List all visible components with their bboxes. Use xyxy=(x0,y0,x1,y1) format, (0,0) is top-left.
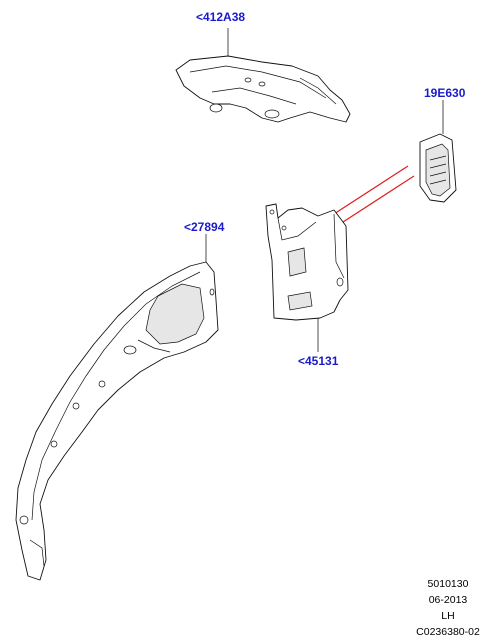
part-19e630-slot-4 xyxy=(429,179,447,185)
part-45131-hole-2 xyxy=(336,277,344,287)
footer-side: LH xyxy=(441,610,455,622)
callout-45131[interactable]: <45131 xyxy=(298,354,339,368)
part-412a38-outline xyxy=(175,55,351,123)
part-27894-hole-1 xyxy=(123,345,137,355)
part-27894-hole-2 xyxy=(98,380,106,388)
part-27894-rib xyxy=(137,339,171,353)
part-412a38-edge xyxy=(299,77,337,105)
part-45131-edge xyxy=(333,213,345,279)
part-412a38-hole-2 xyxy=(264,109,280,119)
part-19e630-drawing[interactable] xyxy=(419,100,457,203)
part-19e630-face xyxy=(425,143,451,197)
part-45131-fold xyxy=(277,217,317,241)
part-27894-bracket xyxy=(29,539,45,567)
part-27894-hole-5 xyxy=(19,515,29,525)
part-45131-drawing[interactable] xyxy=(265,203,349,352)
part-412a38-flange xyxy=(189,65,327,99)
part-412a38-drawing[interactable] xyxy=(175,28,351,123)
part-19e630-slot-2 xyxy=(429,163,447,169)
part-27894-inner-edge xyxy=(31,271,201,521)
part-27894-drawing[interactable] xyxy=(15,234,219,581)
part-27894-hole-3 xyxy=(72,402,80,410)
part-45131-hole-3 xyxy=(281,225,287,231)
footer-image-id: C0236380-02 xyxy=(416,626,480,638)
part-19e630-slot-1 xyxy=(429,155,447,161)
callout-19e630[interactable]: 19E630 xyxy=(424,86,466,100)
callout-412a38[interactable]: <412A38 xyxy=(196,10,246,24)
part-412a38-rib xyxy=(211,87,297,105)
part-412a38-hole-4 xyxy=(258,81,266,87)
callout-27894[interactable]: <27894 xyxy=(184,220,225,234)
part-412a38-hole-3 xyxy=(244,77,252,83)
footer-date: 06-2013 xyxy=(428,594,468,606)
part-45131-label-plate xyxy=(287,291,313,311)
part-19e630-slot-3 xyxy=(429,171,447,177)
part-45131-hole-1 xyxy=(269,209,275,215)
footer-code-line-1: 5010130 xyxy=(427,578,469,590)
part-27894-wheelhouse-panel xyxy=(145,283,205,345)
part-45131-outline xyxy=(265,203,349,321)
part-412a38-hole-1 xyxy=(209,103,223,113)
part-27894-hole-4 xyxy=(50,440,58,448)
part-45131-window xyxy=(287,247,307,277)
part-27894-hole-6 xyxy=(209,288,215,296)
